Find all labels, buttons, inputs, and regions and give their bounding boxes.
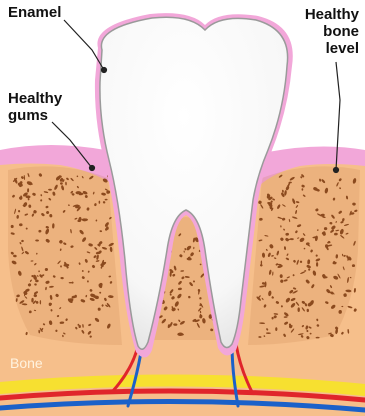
gums-leader-dot <box>90 166 95 171</box>
bone-level-leader-dot <box>334 168 339 173</box>
bone-speckle <box>261 261 262 265</box>
bone-speckle <box>302 188 304 190</box>
label-enamel: Enamel <box>8 4 61 21</box>
label-healthy-gums: Healthy gums <box>8 90 62 124</box>
enamel-leader-dot <box>102 68 107 73</box>
label-bone: Bone <box>10 355 43 371</box>
bone-speckle <box>316 337 320 339</box>
bone-speckle <box>40 300 41 304</box>
bone-speckle <box>76 191 82 194</box>
bone-speckle <box>304 248 306 250</box>
label-healthy-bone-level: Healthy bone level <box>305 6 359 57</box>
bone-speckle <box>316 262 318 267</box>
